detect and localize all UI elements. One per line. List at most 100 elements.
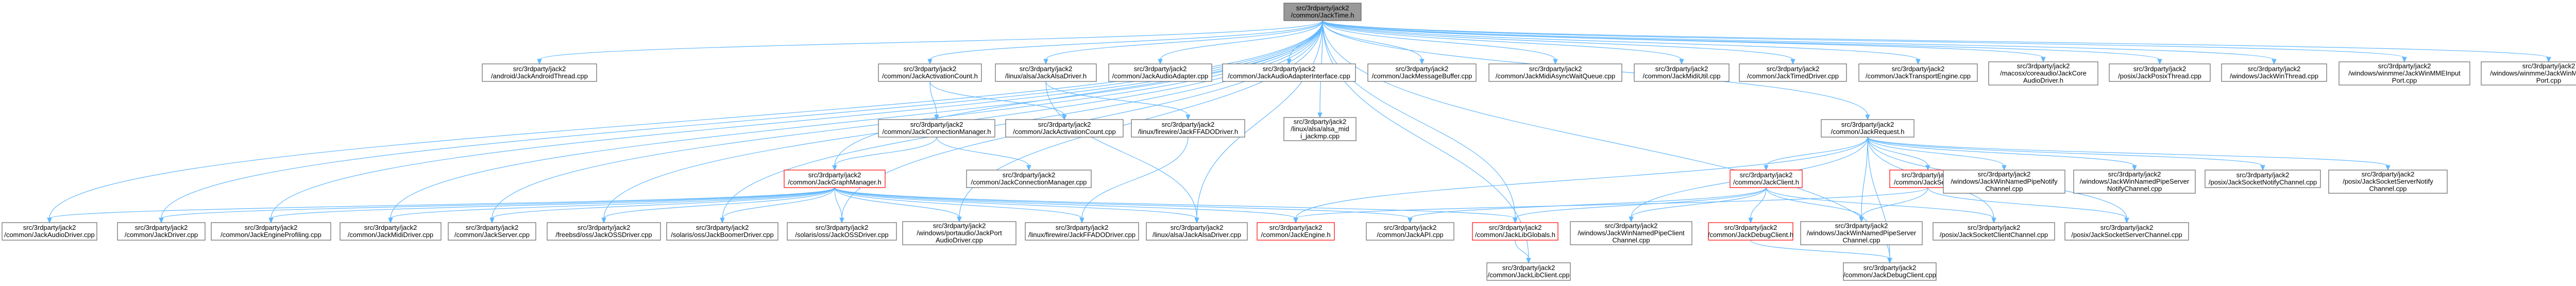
node-label-line: src/3rdparty/jack2	[1835, 222, 1888, 230]
node-client-h[interactable]: src/3rdparty/jack2/common/JackClient.h	[1730, 170, 1803, 188]
node-engine-h[interactable]: src/3rdparty/jack2/common/JackEngine.h	[1257, 222, 1335, 241]
node-server-cpp[interactable]: src/3rdparty/jack2/common/JackServer.cpp	[448, 222, 536, 241]
node-transport-engine[interactable]: src/3rdparty/jack2/common/JackTransportE…	[1858, 63, 1978, 82]
node-alsa-driver-cpp[interactable]: src/3rdparty/jack2/linux/alsa/JackAlsaDr…	[1146, 222, 1248, 241]
node-label-line: src/3rdparty/jack2	[1263, 65, 1316, 73]
node-debug-client-cpp[interactable]: src/3rdparty/jack2/common/JackDebugClien…	[1843, 262, 1937, 281]
node-socket-server[interactable]: src/3rdparty/jack2/posix/JackSocketServe…	[2064, 222, 2189, 241]
node-portaudio-driver[interactable]: src/3rdparty/jack2/windows/portaudio/Jac…	[902, 221, 1016, 245]
node-winmme-output[interactable]: src/3rdparty/jack2/windows/winmme/JackWi…	[2481, 61, 2576, 86]
node-boomer-driver[interactable]: src/3rdparty/jack2/solaris/oss/JackBoome…	[666, 222, 778, 241]
node-connection-manager-h[interactable]: src/3rdparty/jack2/common/JackConnection…	[878, 119, 995, 138]
node-alsa-midi[interactable]: src/3rdparty/jack2/linux/alsa/alsa_midi_…	[1283, 117, 1357, 141]
node-audio-adapter[interactable]: src/3rdparty/jack2/common/JackAudioAdapt…	[1108, 63, 1212, 82]
dependency-edge	[1513, 187, 1767, 224]
edge-line	[959, 20, 1323, 218]
node-audio-adapter-iface[interactable]: src/3rdparty/jack2/common/JackAudioAdapt…	[1222, 63, 1356, 82]
node-oss-driver[interactable]: src/3rdparty/jack2/freebsd/oss/JackOSSDr…	[547, 222, 661, 241]
node-win-named-pipe-server[interactable]: src/3rdparty/jack2/windows/JackWinNamedP…	[1800, 221, 1923, 245]
node-label-line: src/3rdparty/jack2	[1489, 224, 1542, 231]
node-label-line: /windows/JackWinNamedPipeServer	[1807, 229, 1917, 237]
dependency-edge	[834, 187, 1084, 224]
edge-line	[1750, 240, 1890, 259]
node-message-buffer[interactable]: src/3rdparty/jack2/common/JackMessageBuf…	[1367, 63, 1477, 82]
dependency-edge	[1629, 187, 1767, 223]
edge-line	[49, 187, 835, 219]
node-label-line: /common/JackClient.h	[1733, 178, 1799, 186]
node-lib-client[interactable]: src/3rdparty/jack2/common/JackLibClient.…	[1486, 262, 1571, 281]
node-ffado-driver-h[interactable]: src/3rdparty/jack2/linux/firewire/JackFF…	[1131, 119, 1245, 138]
edge-arrowhead	[1026, 165, 1031, 171]
node-win-named-pipe-notify[interactable]: src/3rdparty/jack2/windows/JackWinNamedP…	[1943, 170, 2065, 194]
edge-arrowhead	[1925, 165, 1930, 171]
edge-line	[270, 20, 1323, 219]
node-midi-util[interactable]: src/3rdparty/jack2/common/JackMidiUtil.c…	[1634, 63, 1730, 82]
node-box	[1488, 63, 1622, 82]
node-audio-driver[interactable]: src/3rdparty/jack2/common/JackAudioDrive…	[2, 222, 97, 241]
node-posix-thread[interactable]: src/3rdparty/jack2/posix/JackPosixThread…	[2109, 63, 2211, 82]
node-label-line: /common/JackConnectionManager.cpp	[971, 178, 1087, 186]
dependency-edge	[1158, 20, 1323, 65]
edge-line	[1045, 81, 1197, 219]
edge-line	[1196, 20, 1323, 219]
node-box	[482, 63, 597, 82]
node-engine-profiling[interactable]: src/3rdparty/jack2/common/JackEngineProf…	[211, 222, 331, 241]
dependency-edge	[832, 137, 937, 171]
edge-line	[1322, 20, 1556, 60]
edge-arrowhead	[1916, 59, 1921, 65]
node-android-thread[interactable]: src/3rdparty/jack2/android/JackAndroidTh…	[482, 63, 597, 82]
node-solaris-oss[interactable]: src/3rdparty/jack2/solaris/oss/JackOSSDr…	[787, 222, 897, 241]
node-api[interactable]: src/3rdparty/jack2/common/JackAPI.cpp	[1366, 222, 1454, 241]
dependency-edge	[1293, 187, 1928, 224]
edge-arrowhead	[47, 217, 52, 224]
node-box	[1366, 222, 1454, 241]
edge-line	[1045, 20, 1323, 60]
edge-arrowhead	[268, 217, 274, 224]
node-mac-wait-queue[interactable]: src/3rdparty/jack2/common/JackMidiAsyncW…	[1488, 63, 1622, 82]
node-posix-socket-notify[interactable]: src/3rdparty/jack2/posix/JackSocketNotif…	[2205, 170, 2321, 188]
node-win-named-pipe-server-notify[interactable]: src/3rdparty/jack2/windows/JackWinNamedP…	[2073, 170, 2196, 194]
node-root[interactable]: src/3rdparty/jack2/common/JackTime.h	[1283, 3, 1362, 21]
edge-line	[1322, 20, 2275, 60]
dependency-edge	[1322, 20, 1921, 65]
node-box	[995, 63, 1097, 82]
node-label-line: /common/JackDriver.cpp	[125, 231, 198, 239]
node-label-line: src/3rdparty/jack2	[1767, 65, 1820, 73]
dependency-edge	[1515, 240, 1531, 264]
edge-line	[1322, 20, 1890, 259]
dependency-edge	[1322, 20, 2407, 63]
node-connection-manager-cpp[interactable]: src/3rdparty/jack2/common/JackConnection…	[966, 170, 1092, 188]
edge-line	[1927, 187, 2127, 219]
node-box	[2338, 61, 2470, 86]
node-label-line: /common/JackEngine.h	[1261, 231, 1330, 239]
node-alsa-driver-h[interactable]: src/3rdparty/jack2/linux/alsa/JackAlsaDr…	[995, 63, 1097, 82]
node-label-line: src/3rdparty/jack2	[2133, 65, 2187, 73]
edge-line	[1867, 137, 2388, 166]
node-box	[1283, 3, 1362, 21]
node-timed-driver[interactable]: src/3rdparty/jack2/common/JackTimedDrive…	[1739, 63, 1847, 82]
node-label-line: /posix/JackSocketNotifyChannel.cpp	[2209, 178, 2317, 186]
node-activation-count-h[interactable]: src/3rdparty/jack2/common/JackActivation…	[878, 63, 982, 82]
node-box	[2328, 170, 2448, 194]
node-lib-globals-h[interactable]: src/3rdparty/jack2/common/JackLibGlobals…	[1472, 222, 1558, 241]
node-debug-client-h[interactable]: src/3rdparty/jack2/common/JackDebugClien…	[1708, 222, 1793, 241]
dependency-edge	[1043, 20, 1323, 65]
node-activation-count-cpp[interactable]: src/3rdparty/jack2/common/JackActivation…	[1005, 119, 1124, 138]
node-socket-client[interactable]: src/3rdparty/jack2/posix/JackSocketClien…	[1933, 222, 2055, 241]
node-request-h[interactable]: src/3rdparty/jack2/common/JackRequest.h	[1821, 119, 1914, 138]
node-graph-manager-h[interactable]: src/3rdparty/jack2/common/JackGraphManag…	[784, 170, 886, 188]
edge-line	[539, 20, 1323, 60]
node-ffado-driver-cpp[interactable]: src/3rdparty/jack2/linux/firewire/JackFF…	[1025, 222, 1139, 241]
node-driver[interactable]: src/3rdparty/jack2/common/JackDriver.cpp	[117, 222, 206, 241]
node-box	[1367, 63, 1477, 82]
node-label-line: /common/JackConnectionManager.h	[882, 128, 991, 136]
node-box	[1858, 63, 1978, 82]
node-label-line: i_jackmp.cpp	[1300, 132, 1340, 140]
node-posix-socket-server-notify[interactable]: src/3rdparty/jack2/posix/JackSocketServe…	[2328, 170, 2448, 194]
node-win-named-pipe-client[interactable]: src/3rdparty/jack2/windows/JackWinNamedP…	[1570, 221, 1692, 245]
node-winmme-input[interactable]: src/3rdparty/jack2/windows/winmme/JackWi…	[2338, 61, 2470, 86]
node-winthread[interactable]: src/3rdparty/jack2/windows/JackWinThread…	[2221, 63, 2327, 82]
node-midi-driver[interactable]: src/3rdparty/jack2/common/JackMidiDriver…	[340, 222, 442, 241]
node-coreaudio-driver[interactable]: src/3rdparty/jack2/macosx/coreaudio/Jack…	[1988, 61, 2098, 86]
edge-arrowhead	[720, 217, 725, 224]
